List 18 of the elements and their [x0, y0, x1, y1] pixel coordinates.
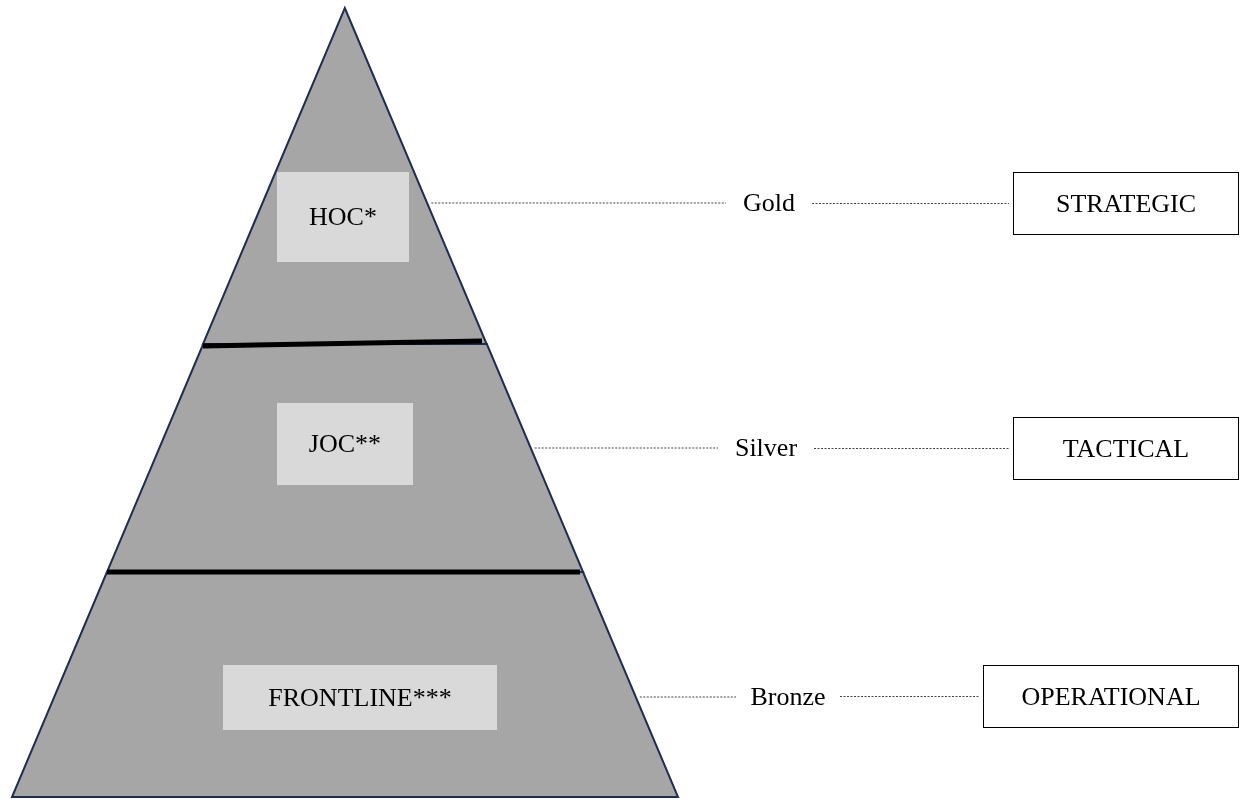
label-box: FRONTLINE*** [223, 665, 497, 730]
level-box: TACTICAL [1013, 417, 1239, 480]
pyramid-tier [12, 572, 678, 797]
dotted-connector [534, 447, 719, 449]
label-box: HOC* [277, 172, 409, 262]
dotted-connector [811, 203, 1010, 204]
dotted-connector [430, 202, 727, 204]
tier-label: Gold [730, 185, 808, 221]
dotted-connector [813, 448, 1010, 449]
dotted-connector [839, 696, 980, 697]
level-box: OPERATIONAL [983, 665, 1239, 728]
pyramid-apex-tier [203, 8, 487, 344]
dotted-connector [639, 696, 737, 698]
tier-label: Bronze [740, 679, 836, 715]
pyramid-tier [106, 344, 583, 572]
label-box: JOC** [277, 403, 413, 485]
level-box: STRATEGIC [1013, 172, 1239, 235]
tier-label: Silver [722, 430, 810, 466]
